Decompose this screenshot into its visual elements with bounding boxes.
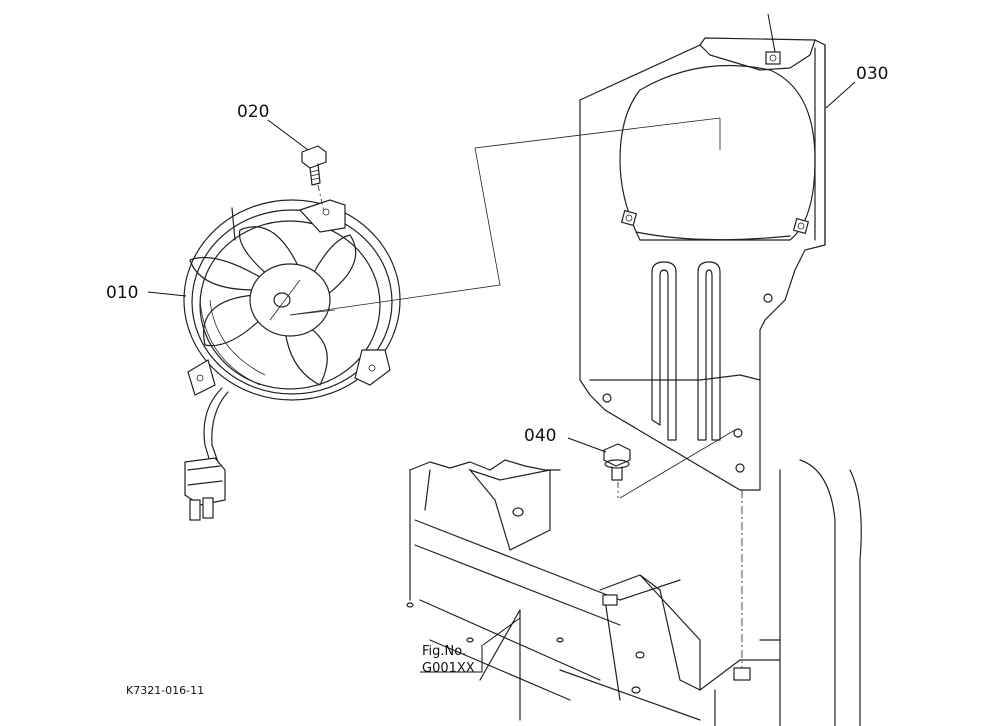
callout-010: 010 (106, 283, 138, 303)
cooling-fan (183, 199, 401, 521)
callout-040: 040 (524, 426, 556, 446)
assembly-lines (289, 117, 736, 499)
fan-bracket-plate (579, 13, 826, 491)
bolt-part (603, 443, 631, 498)
callout-leaders (147, 81, 856, 673)
fig-reference-number: G001XX (422, 661, 475, 676)
screw-part (301, 145, 327, 213)
frame-structure (406, 459, 862, 726)
callout-020: 020 (237, 102, 269, 122)
drawing-code: K7321-016-11 (126, 684, 204, 697)
callout-030: 030 (856, 64, 888, 84)
fig-reference-label: Fig.No. (422, 644, 466, 659)
